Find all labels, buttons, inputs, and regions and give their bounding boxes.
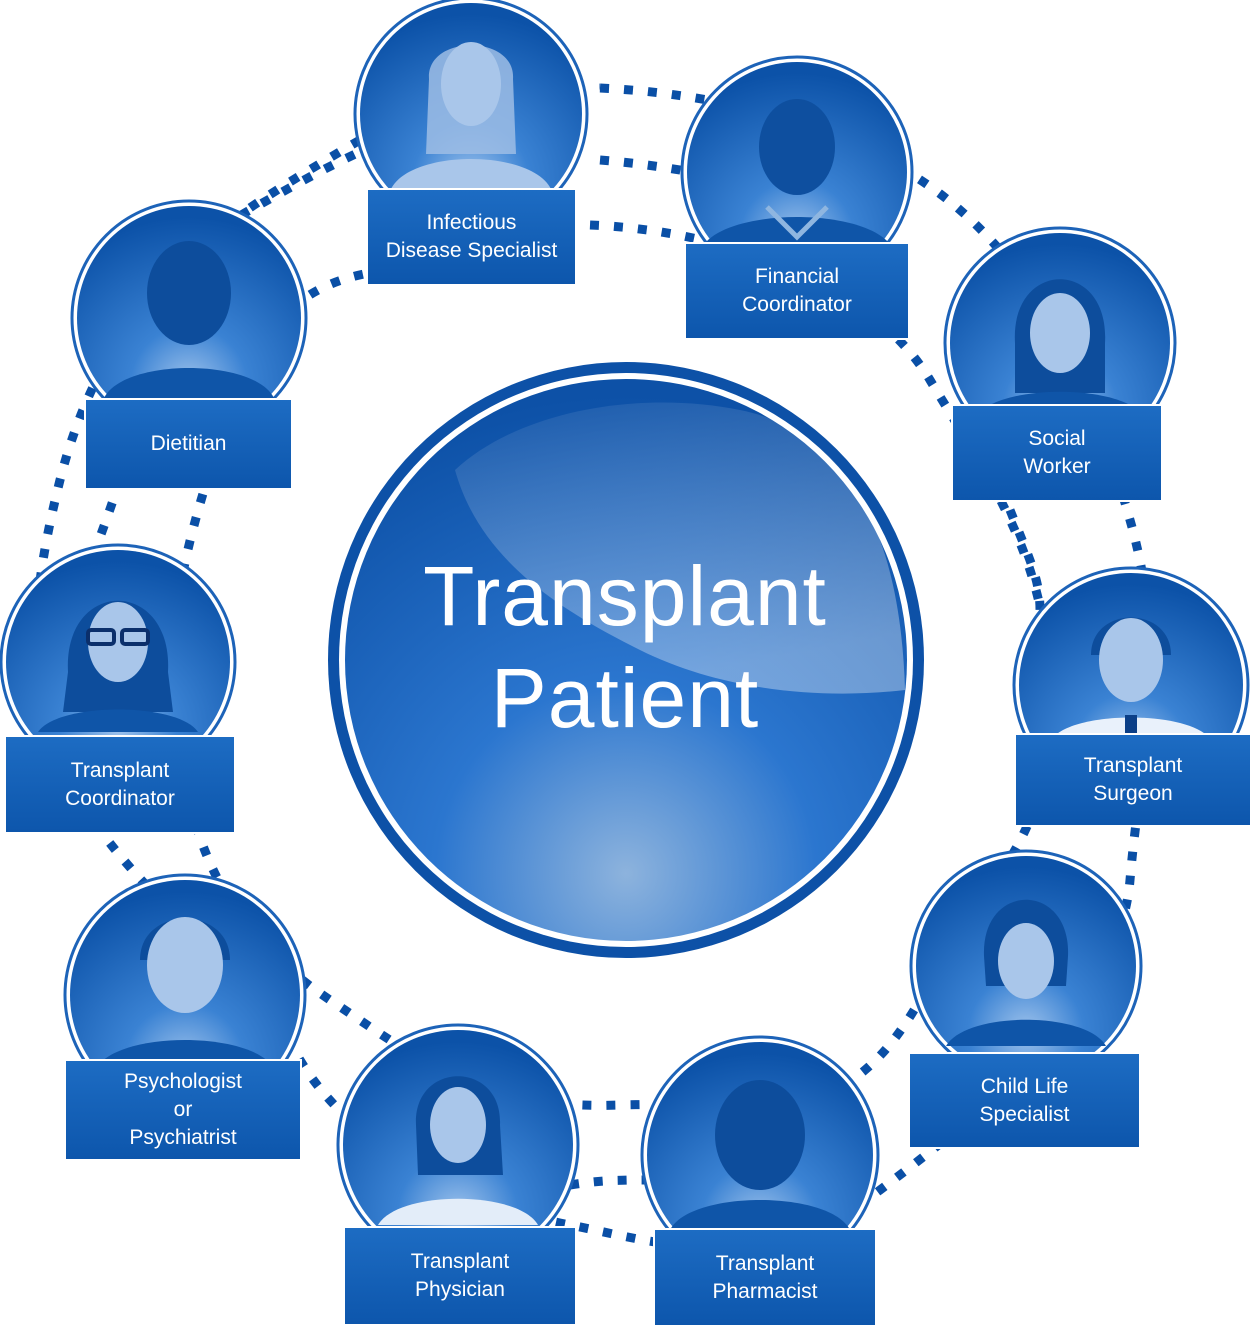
role-social-worker: Social Worker <box>953 406 1161 500</box>
avatar-transplant-physician <box>336 1023 580 1267</box>
role-label-line2: Physician <box>415 1278 505 1301</box>
role-transplant-pharmacist: Transplant Pharmacist <box>655 1230 875 1325</box>
role-label-line1: Social <box>1028 427 1086 450</box>
center-title: Transplant Patient <box>330 545 920 749</box>
avatar-infectious-disease <box>353 0 589 232</box>
transplant-patient-circle <box>328 362 924 958</box>
role-label-line2: Pharmacist <box>712 1279 818 1303</box>
role-transplant-physician: Transplant Physician <box>345 1228 575 1324</box>
role-label-line1: Infectious <box>426 211 517 234</box>
role-child-life-specialist: Child Life Specialist <box>910 1054 1139 1147</box>
avatar-child-life-specialist <box>909 849 1143 1083</box>
avatar-transplant-pharmacist <box>640 1035 880 1275</box>
role-label-line1: Financial <box>754 265 840 288</box>
role-dietitian: Dietitian <box>86 400 291 488</box>
role-label-line2: Disease Specialist <box>385 239 558 262</box>
role-label-line2: Coordinator <box>742 293 852 316</box>
role-infectious-disease-specialist: Infectious Disease Specialist <box>368 190 575 284</box>
role-label-line2: Worker <box>1023 455 1091 478</box>
role-label-line1: Dietitian <box>150 432 227 455</box>
role-label-line1: Psychologist <box>124 1070 242 1093</box>
role-transplant-coordinator: Transplant Coordinator <box>6 737 234 832</box>
role-financial-coordinator: Financial Coordinator <box>686 244 908 338</box>
role-label-line2: Specialist <box>979 1102 1070 1126</box>
avatar-psychologist <box>63 873 307 1117</box>
avatar-social-worker <box>943 226 1177 460</box>
avatar-dietitian <box>70 199 308 437</box>
role-label-line1: Child Life <box>980 1074 1069 1098</box>
center-title-line1: Transplant <box>423 549 827 643</box>
role-label-line1: Transplant <box>715 1251 815 1275</box>
role-label-line2: Surgeon <box>1093 782 1173 805</box>
role-label-line2: Coordinator <box>65 786 175 810</box>
role-label-line1: Transplant <box>1083 754 1183 777</box>
role-label-line2: or <box>173 1098 193 1121</box>
role-psychologist-or-psychiatrist: Psychologist or Psychiatrist <box>66 1061 300 1159</box>
center-title-line2: Patient <box>490 651 760 745</box>
avatar-financial-coordinator <box>680 55 914 289</box>
role-label-line3: Psychiatrist <box>129 1126 237 1149</box>
role-transplant-surgeon: Transplant Surgeon <box>1016 735 1250 825</box>
role-label-line1: Transplant <box>410 1250 510 1273</box>
role-label-line1: Transplant <box>70 758 170 782</box>
avatar-transplant-coordinator <box>0 543 237 781</box>
